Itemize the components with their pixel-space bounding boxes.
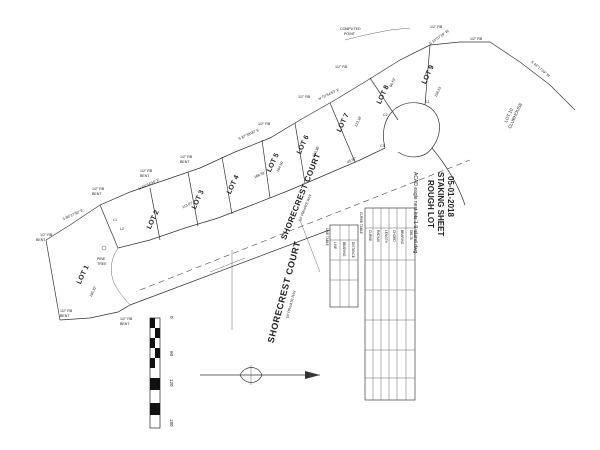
scale-tick-180: 180 xyxy=(169,419,174,427)
line-table-title: LINE TABLE xyxy=(325,228,329,246)
distance-label-8: 95.53' xyxy=(389,77,397,88)
lot-2-label: LOT 2 xyxy=(146,209,161,230)
distance-label-3: 164.50' xyxy=(276,160,285,173)
monument-rebar-7: 1/2" RB xyxy=(335,65,348,69)
lot-line-9-north xyxy=(424,44,431,106)
monument-rebar: 1/2" RB xyxy=(40,233,53,237)
curve-table-header-curve: CURVE xyxy=(368,230,372,241)
curve-table-title: CURVE TABLE xyxy=(359,212,363,234)
lot-line-2-3 xyxy=(149,187,161,241)
distance-label-5: 123.16' xyxy=(354,115,363,128)
monument-rebar-10: 1/2" RB xyxy=(60,309,73,313)
monument-rebar-11: 1/2" RB xyxy=(120,317,133,321)
distance-label-7: 105.82' xyxy=(89,285,98,298)
monument-rebar-4: 1/2" RB xyxy=(180,155,193,159)
monument-rebar-3: 1/2" RB xyxy=(140,169,153,173)
curve-table-header-bearing: BEARING xyxy=(400,230,404,245)
lot-line-3-4 xyxy=(187,171,199,227)
lot-6-label: LOT 6 xyxy=(296,134,311,155)
lot-10-label: LOT 10 xyxy=(503,107,514,123)
bearing-label-6: S 46°17'39" W xyxy=(530,60,551,78)
distance-label-9: 158.51' xyxy=(434,85,443,98)
north-arrow xyxy=(200,365,320,385)
scale-tick-60: 60 xyxy=(169,351,174,357)
line-table-header-line: LINE xyxy=(333,242,337,249)
lot-line-8-9 xyxy=(369,77,399,121)
title-block: ACAD eagle nest lots 1-9 island.dwg ROUG… xyxy=(412,172,455,253)
lot-1-front-curve xyxy=(111,247,131,306)
monument-bent-3: BENT xyxy=(140,174,150,178)
pine-tree-label-2: TREE xyxy=(97,262,107,266)
title-line-2: STAKING SHEET xyxy=(436,172,445,236)
distance-label-2: 168.59' xyxy=(253,171,266,180)
curve-label-c3: C3 xyxy=(380,144,385,148)
scale-tick-120: 120 xyxy=(169,379,174,387)
scale-tick-0: 0 xyxy=(169,316,174,319)
curve-table-header-radius: RADIUS xyxy=(376,230,380,242)
bearing-label-2: N 63°34'34" E xyxy=(138,178,161,191)
title-line-1: ROUGH LOT xyxy=(426,180,435,228)
monument-bent-10: BENT xyxy=(60,314,70,318)
curve-table-header-delta: DELTA xyxy=(409,230,413,241)
monument-bent-11: BENT xyxy=(120,322,130,326)
curve-label-c2: C2 xyxy=(383,113,388,117)
line-table-header-distance: DISTANCE xyxy=(351,242,355,258)
lot-9-east-boundary xyxy=(431,147,466,206)
computed-point-leader xyxy=(344,27,411,41)
lot-10-line xyxy=(489,41,576,111)
road-name-lower: SHORECREST COURT xyxy=(266,240,303,344)
road-row-vertical-2 xyxy=(299,219,321,273)
monument-bent-4: BENT xyxy=(180,160,190,164)
lot-line-5-6 xyxy=(261,139,271,199)
monument-rebar-6: 1/2" RB xyxy=(298,95,311,99)
distance-label-6: 45.97' xyxy=(346,156,357,164)
lot-9-label: LOT 9 xyxy=(421,64,436,85)
road-centerline xyxy=(139,159,471,291)
road-row-south-2 xyxy=(209,257,246,273)
curve-table: CURVE RADIUS LENGTH CHORD BEARING DELTA … xyxy=(359,207,416,401)
drawing-file-name: ACAD eagle nest lots 1-9 island.dwg xyxy=(412,172,418,253)
road-row-south xyxy=(129,225,341,306)
lot-8-label: LOT 8 xyxy=(376,84,391,105)
scale-bar: 0 60 120 180 xyxy=(149,316,174,429)
computed-point-label: COMPUTED xyxy=(340,27,361,31)
road-name-upper: SHORECREST COURT xyxy=(279,152,322,241)
bearing-label-3: S 87°38'00" E xyxy=(238,128,260,141)
lot-line-4-5 xyxy=(221,156,233,215)
cul-de-sac-curve xyxy=(383,102,440,158)
lot-1-south xyxy=(59,304,131,321)
bearing-label-1: S 89°27'50" E xyxy=(62,208,84,221)
bearing-distance-labels: S 89°27'50" E N 63°34'34" E S 87°38'00" … xyxy=(62,29,551,298)
monument-bent-2: BENT xyxy=(92,192,102,196)
line-label-l1: L1 xyxy=(113,218,117,222)
monument-rebar-2: 1/2" RB xyxy=(92,187,105,191)
lot-line-1-2 xyxy=(99,204,119,249)
computed-point-label-2: POINT xyxy=(344,32,356,36)
monument-rebar-5: 1/2" RB xyxy=(258,122,271,126)
monument-rebar-9: 1/2" RB xyxy=(470,37,483,41)
lot-1-label: LOT 1 xyxy=(76,264,91,285)
line-label-l2: L2 xyxy=(120,227,124,231)
lot-line-7-8 xyxy=(329,102,356,163)
lot-4-label: LOT 4 xyxy=(226,174,241,195)
front-lot-line xyxy=(117,147,386,249)
pine-tree-symbol xyxy=(101,245,107,251)
monument-labels: 1/2" RB BENT 1/2" RB BENT 1/2" RB BENT 1… xyxy=(36,25,483,326)
road-row-lower: 50' PRIVATE R/W xyxy=(285,290,296,319)
distance-label-1: 113.07' xyxy=(181,201,193,210)
curve-table-header-chord: CHORD xyxy=(392,230,396,242)
monument-rebar-8: 1/2" RB xyxy=(430,25,443,29)
curve-table-header-length: LENGTH xyxy=(384,230,388,244)
monument-bent: BENT xyxy=(36,238,46,242)
lot-line-6-7 xyxy=(294,122,306,184)
line-table: LINE TABLE LINE BEARING DISTANCE xyxy=(325,224,359,308)
lot-line-1-west xyxy=(45,239,61,321)
curve-label-c1: C1 xyxy=(425,100,430,104)
line-table-header-bearing: BEARING xyxy=(342,242,346,257)
pine-tree-label: PINE xyxy=(97,257,106,261)
rear-lot-line xyxy=(45,41,490,241)
title-date: 05-01-2018 xyxy=(446,176,455,217)
distance-label-4: 163.95' xyxy=(312,145,321,158)
